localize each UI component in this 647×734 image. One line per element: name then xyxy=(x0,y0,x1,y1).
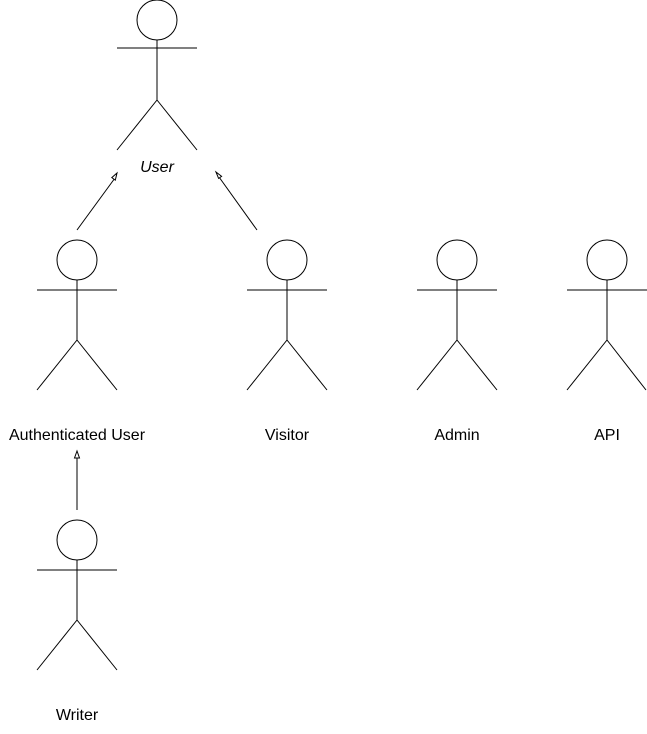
actor-head xyxy=(266,239,308,281)
actor-label-authenticated-user: Authenticated User xyxy=(9,427,146,444)
actor-writer[interactable]: Writer xyxy=(36,519,118,724)
generalization-writer-to-authenticated-user xyxy=(73,449,81,510)
actor-authenticated-user[interactable]: Authenticated User xyxy=(9,239,146,444)
actor-visitor[interactable]: Visitor xyxy=(246,239,328,444)
actor-head xyxy=(586,239,628,281)
actor-head xyxy=(136,0,178,41)
actor-label-writer: Writer xyxy=(56,707,99,724)
actor-user[interactable]: User xyxy=(116,0,198,176)
actor-admin[interactable]: Admin xyxy=(416,239,498,444)
generalization-authenticated-user-to-user xyxy=(76,171,118,231)
actor-head xyxy=(56,519,98,561)
actor-label-visitor: Visitor xyxy=(265,427,310,444)
actor-head xyxy=(436,239,478,281)
actor-label-user: User xyxy=(140,159,174,176)
actor-head xyxy=(56,239,98,281)
generalization-visitor-to-user xyxy=(214,170,258,231)
actor-label-admin: Admin xyxy=(434,427,479,444)
actor-label-api: API xyxy=(594,427,620,444)
actor-api[interactable]: API xyxy=(566,239,647,444)
